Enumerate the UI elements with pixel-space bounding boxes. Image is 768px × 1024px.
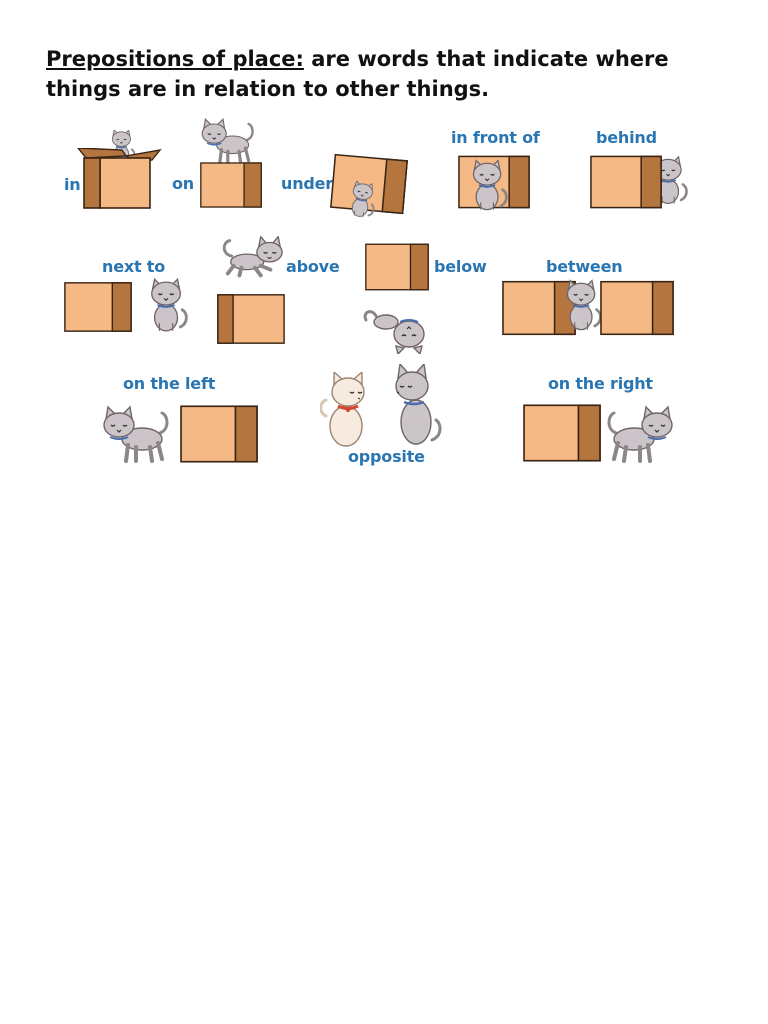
label-below: below: [434, 257, 487, 276]
cat-icon: [388, 364, 442, 446]
cat-icon: [146, 278, 188, 334]
cat-icon: [100, 402, 170, 464]
cat-icon: [362, 310, 428, 354]
cat-icon: [562, 278, 602, 334]
box-icon: [523, 402, 601, 464]
box-icon: [365, 242, 429, 292]
open-box-icon: [77, 148, 162, 209]
label-on-the-left: on the left: [123, 374, 216, 393]
cat-icon: [196, 116, 258, 164]
box-icon: [200, 160, 262, 210]
label-in: in: [64, 175, 81, 194]
label-in-front-of: in front of: [451, 128, 540, 147]
cat-icon: [320, 372, 374, 448]
page-heading: Prepositions of place: are words that in…: [46, 44, 736, 104]
label-above: above: [286, 257, 340, 276]
box-icon: [600, 280, 674, 336]
cat-icon: [468, 158, 508, 214]
label-under: under: [281, 174, 333, 193]
box-icon: [217, 292, 285, 346]
box-icon: [180, 404, 258, 464]
label-on-the-right: on the right: [548, 374, 653, 393]
label-between: between: [546, 257, 623, 276]
label-opposite: opposite: [348, 447, 425, 466]
heading-definition: are words that indicate where things are…: [46, 47, 669, 101]
heading-term: Prepositions of place:: [46, 47, 304, 71]
cat-icon: [222, 236, 284, 280]
cat-icon: [606, 402, 676, 464]
label-next-to: next to: [102, 257, 166, 276]
label-behind: behind: [596, 128, 657, 147]
box-icon: [64, 280, 132, 334]
cat-icon: [339, 179, 385, 221]
box-icon: [590, 154, 662, 210]
label-on: on: [172, 174, 194, 193]
